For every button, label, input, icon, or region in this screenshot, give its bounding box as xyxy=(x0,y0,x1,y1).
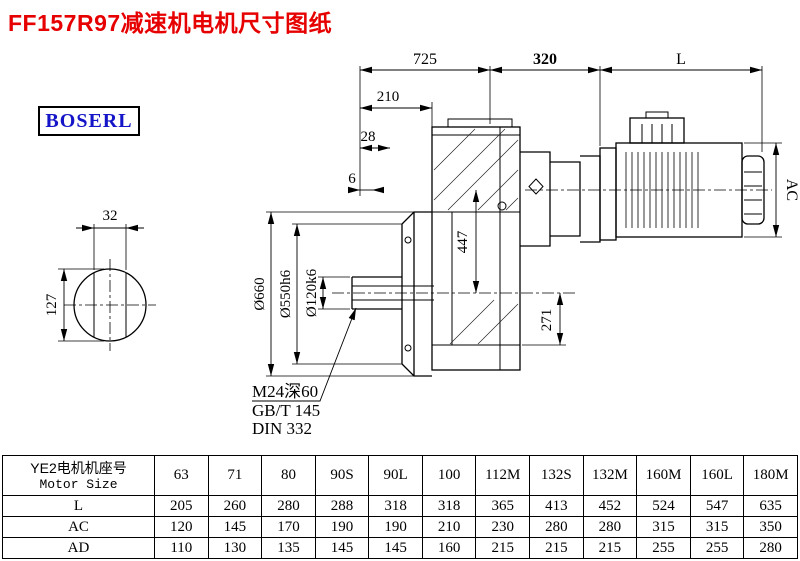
table-cell: 63 xyxy=(154,455,209,496)
table-cell: 110 xyxy=(154,537,209,559)
table-cell: 215 xyxy=(529,537,584,559)
dim-length-L: L xyxy=(676,51,686,68)
note-tapped-hole: M24深60 xyxy=(252,382,318,401)
table-cell: 90L xyxy=(368,455,423,496)
table-cell: 215 xyxy=(582,537,638,559)
table-cell: 230 xyxy=(475,516,531,538)
table-cell: 280 xyxy=(261,495,316,517)
terminal-box xyxy=(629,117,685,144)
table-cell: 524 xyxy=(636,495,691,517)
table-cell: 112M xyxy=(475,455,531,496)
row-label: L xyxy=(2,495,155,517)
dim-dia-550h6: Ø550h6 xyxy=(278,269,294,318)
mounting-flange-outline xyxy=(401,211,432,377)
table-row-AD: AD 110 130 135 145 145 160 215 215 215 2… xyxy=(2,537,798,559)
table-cell: 205 xyxy=(154,495,209,517)
dimension-lines xyxy=(60,66,780,402)
section-hatching xyxy=(433,128,519,345)
table-cell: 547 xyxy=(689,495,745,517)
table-cell: 160L xyxy=(689,455,745,496)
header-en: Motor Size xyxy=(39,476,118,492)
table-cell: 255 xyxy=(636,537,691,559)
boserl-logo: BOSERL xyxy=(38,106,140,136)
dim-AC: AC xyxy=(783,179,800,201)
dim-32: 32 xyxy=(103,208,118,224)
table-cell: 145 xyxy=(207,516,263,538)
table-row-AC: AC 120 145 170 190 190 210 230 280 280 3… xyxy=(2,516,798,538)
motor-outline xyxy=(599,111,765,241)
table-cell: 170 xyxy=(261,516,316,538)
table-cell: 413 xyxy=(529,495,584,517)
table-cell: 350 xyxy=(743,516,798,538)
table-cell: 210 xyxy=(421,516,477,538)
dim-dia-660: Ø660 xyxy=(252,277,268,310)
dim-127: 127 xyxy=(44,293,60,316)
table-header-row: YE2电机机座号 Motor Size 63 71 80 90S 90L 100… xyxy=(2,455,798,496)
table-cell: 80 xyxy=(261,455,316,496)
boserl-logo-text: BOSERL xyxy=(45,109,133,132)
dim-28: 28 xyxy=(361,129,376,145)
table-cell: 190 xyxy=(368,516,423,538)
vent-diamond-icon xyxy=(528,178,544,195)
header-cn: YE2电机机座号 xyxy=(30,459,127,476)
table-cell: 635 xyxy=(743,495,798,517)
row-label: AD xyxy=(2,537,155,559)
tapped-hole-leader-line xyxy=(252,307,357,402)
table-cell: 280 xyxy=(529,516,584,538)
dim-725: 725 xyxy=(413,51,437,68)
table-cell: 315 xyxy=(689,516,745,538)
table-cell: 90S xyxy=(314,455,370,496)
extension-lines xyxy=(58,66,782,377)
table-cell: 135 xyxy=(261,537,316,559)
fan-grille-lines xyxy=(744,171,762,215)
table-cell: 120 xyxy=(154,516,209,538)
table-cell: 160 xyxy=(421,537,477,559)
table-cell: 160M xyxy=(636,455,691,496)
page-title: FF157R97减速机电机尺寸图纸 xyxy=(8,10,333,36)
table-cell: 145 xyxy=(314,537,370,559)
table-cell: 280 xyxy=(743,537,798,559)
table-cell: 365 xyxy=(475,495,531,517)
dim-dia-120k6: Ø120k6 xyxy=(304,268,320,317)
table-cell: 132M xyxy=(582,455,638,496)
technical-drawing: 725 320 L 210 28 6 AC 447 271 Ø660 Ø550h… xyxy=(44,51,800,438)
table-header-motor-size: YE2电机机座号 Motor Size xyxy=(2,455,155,496)
table-cell: 71 xyxy=(207,455,263,496)
table-cell: 255 xyxy=(689,537,745,559)
table-cell: 132S xyxy=(529,455,584,496)
note-din-332: DIN 332 xyxy=(252,419,312,438)
table-cell: 100 xyxy=(421,455,477,496)
dim-6: 6 xyxy=(348,171,356,187)
table-cell: 145 xyxy=(368,537,423,559)
dim-447: 447 xyxy=(455,230,471,253)
table-cell: 452 xyxy=(582,495,638,517)
dim-271: 271 xyxy=(539,309,555,332)
table-cell: 288 xyxy=(314,495,370,517)
table-cell: 215 xyxy=(475,537,531,559)
table-cell: 260 xyxy=(207,495,263,517)
adapter-outline xyxy=(520,151,601,247)
table-cell: 315 xyxy=(636,516,691,538)
table-row-L: L 205 260 280 288 318 318 365 413 452 52… xyxy=(2,495,798,517)
table-cell: 190 xyxy=(314,516,370,538)
row-label: AC xyxy=(2,516,155,538)
table-cell: 318 xyxy=(421,495,477,517)
dim-320: 320 xyxy=(533,51,557,68)
table-cell: 280 xyxy=(582,516,638,538)
table-cell: 130 xyxy=(207,537,263,559)
dim-210: 210 xyxy=(377,89,400,105)
centerlines xyxy=(64,189,772,351)
output-shaft-outline xyxy=(351,276,434,310)
table-cell: 180M xyxy=(743,455,798,496)
note-gbt-145: GB/T 145 xyxy=(252,401,320,420)
motor-size-table: YE2电机机座号 Motor Size 63 71 80 90S 90L 100… xyxy=(2,455,798,559)
table-cell: 318 xyxy=(368,495,423,517)
